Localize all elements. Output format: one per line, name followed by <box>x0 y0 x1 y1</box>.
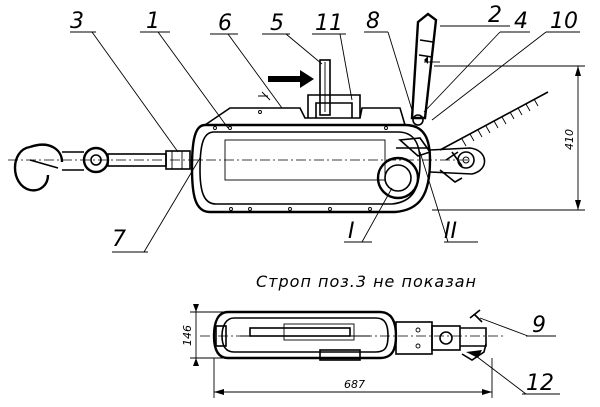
return-spring <box>439 91 549 151</box>
side-view: 4 10 <box>8 12 585 214</box>
callout-9: 9 <box>532 313 546 338</box>
callout-6: 6 <box>218 11 232 36</box>
hook <box>13 143 110 192</box>
anchor-fork <box>429 147 486 183</box>
callout-2: 2 <box>488 3 502 28</box>
dimension-height: 410 <box>432 65 585 211</box>
callout-roman-1: I <box>348 219 355 244</box>
dim-687: 687 <box>344 378 365 391</box>
callout-roman-2-text: II <box>444 219 457 244</box>
callout-11: 11 <box>315 11 343 36</box>
callout-8: 8 <box>366 9 380 34</box>
dimension-length: 687 <box>213 358 493 398</box>
callout-7: 7 <box>112 227 126 252</box>
callout-10: 10 <box>550 9 578 34</box>
callout-5: 5 <box>270 11 284 36</box>
lever-handle <box>410 12 438 126</box>
callout-3: 3 <box>70 9 84 34</box>
callouts: 3 1 6 5 11 8 2 4 10 7 <box>70 3 580 253</box>
callout-4: 4 <box>514 9 528 34</box>
dim-146: 146 <box>181 325 194 346</box>
callout-12: 12 <box>526 371 554 396</box>
caption-note: Строп поз.3 не показан <box>256 272 477 291</box>
housing <box>190 59 432 214</box>
direction-arrow <box>268 70 314 88</box>
dim-410: 410 <box>563 129 576 150</box>
dimension-width: 146 <box>181 304 228 366</box>
top-view: 146 687 9 12 <box>181 304 560 398</box>
callout-1: 1 <box>146 9 160 34</box>
